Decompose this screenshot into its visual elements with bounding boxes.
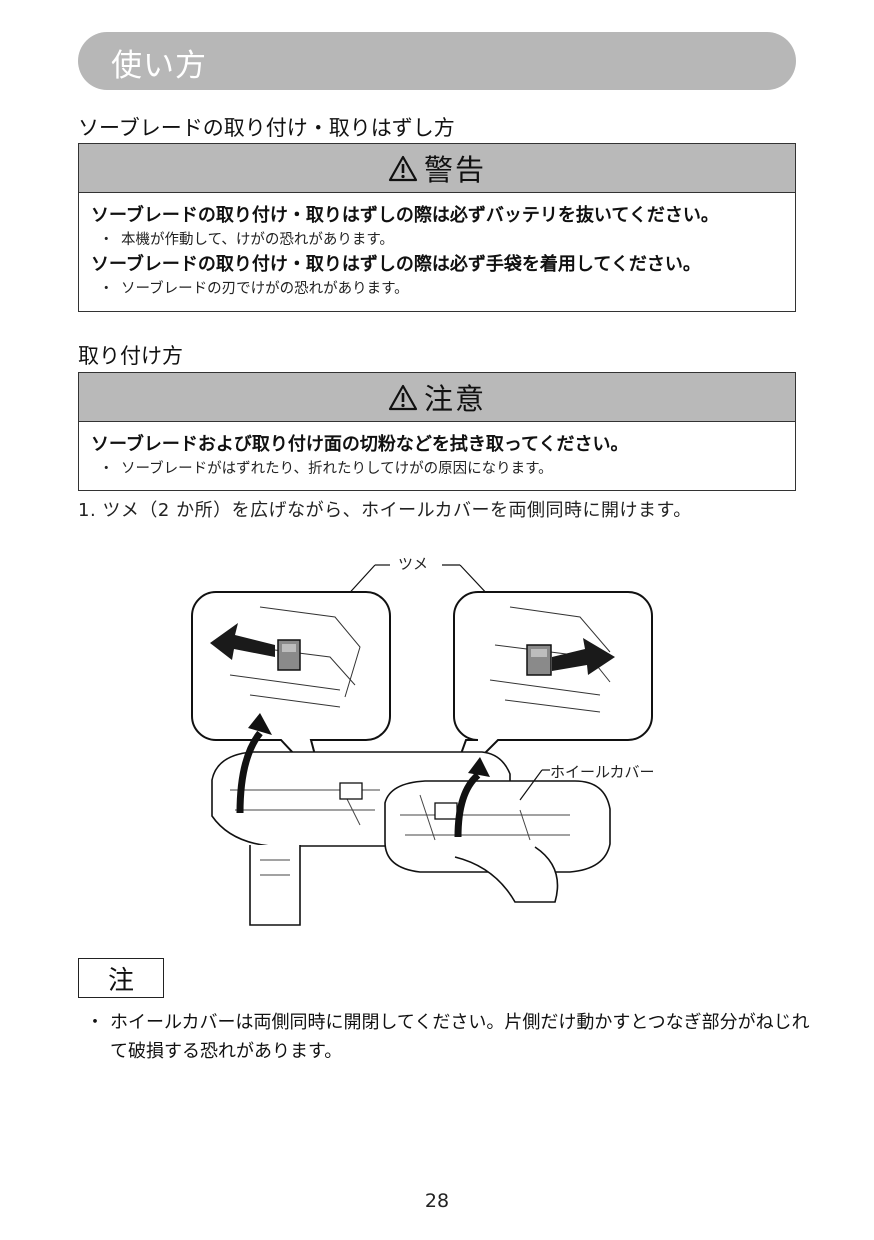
caution-item-1: ソーブレードおよび取り付け面の切粉などを拭き取ってください。 [91, 434, 629, 455]
bullet-dot: ・ [99, 232, 114, 248]
note-text: ホイールカバーは両側同時に開閉してください。片側だけ動かすとつなぎ部分がねじれて… [110, 1012, 810, 1062]
warning-item-2-detail-text: ソーブレードの刃でけがの恐れがあります。 [121, 281, 409, 297]
step-1: 1. ツメ（2 か所）を広げながら、ホイールカバーを両側同時に開けます。 [78, 500, 692, 521]
bullet-dot: ・ [99, 461, 114, 477]
warning-triangle-icon [388, 155, 418, 181]
note-label: 注 [107, 965, 134, 996]
tsume-callout: ツメ [398, 555, 429, 573]
warning-label: 警告 [423, 153, 486, 187]
tool-drawing [191, 564, 653, 926]
wheel-cover-callout: ホイールカバー [550, 763, 655, 781]
warning-item-2: ソーブレードの取り付け・取りはずしの際は必ず手袋を着用してください。 [91, 254, 701, 275]
warning-box: 警告 ソーブレードの取り付け・取りはずしの際は必ずバッテリを抜いてください。 ・… [78, 143, 796, 312]
note-label-box: 注 [78, 958, 164, 998]
chapter-banner: 使い方 [78, 32, 796, 90]
warning-item-1: ソーブレードの取り付け・取りはずしの際は必ずバッテリを抜いてください。 [91, 205, 719, 226]
section-title: ソーブレードの取り付け・取りはずし方 [78, 116, 455, 140]
wheel-cover-illustration: ツメ ホイールカバー [190, 545, 690, 935]
warning-triangle-icon [388, 384, 418, 410]
chapter-title: 使い方 [111, 48, 207, 84]
warning-item-1-detail: ・本機が作動して、けがの恐れがあります。 [91, 228, 783, 252]
note-bullet: ・ [86, 1012, 104, 1033]
caution-item-1-detail-text: ソーブレードがはずれたり、折れたりしてけがの原因になります。 [121, 461, 553, 477]
bullet-dot: ・ [99, 281, 114, 297]
caution-label: 注意 [423, 382, 486, 416]
caution-header: 注意 [79, 373, 795, 422]
warning-body: ソーブレードの取り付け・取りはずしの際は必ずバッテリを抜いてください。 ・本機が… [79, 193, 795, 307]
warning-item-1-detail-text: 本機が作動して、けがの恐れがあります。 [121, 232, 394, 248]
caution-body: ソーブレードおよび取り付け面の切粉などを拭き取ってください。 ・ソーブレードがは… [79, 422, 795, 487]
warning-header: 警告 [79, 144, 795, 193]
caution-item-1-detail: ・ソーブレードがはずれたり、折れたりしてけがの原因になります。 [91, 457, 783, 481]
caution-box: 注意 ソーブレードおよび取り付け面の切粉などを拭き取ってください。 ・ソーブレー… [78, 372, 796, 491]
subsection-title: 取り付け方 [78, 344, 183, 368]
page-number: 28 [424, 1190, 450, 1212]
warning-item-2-detail: ・ソーブレードの刃でけがの恐れがあります。 [91, 277, 783, 301]
